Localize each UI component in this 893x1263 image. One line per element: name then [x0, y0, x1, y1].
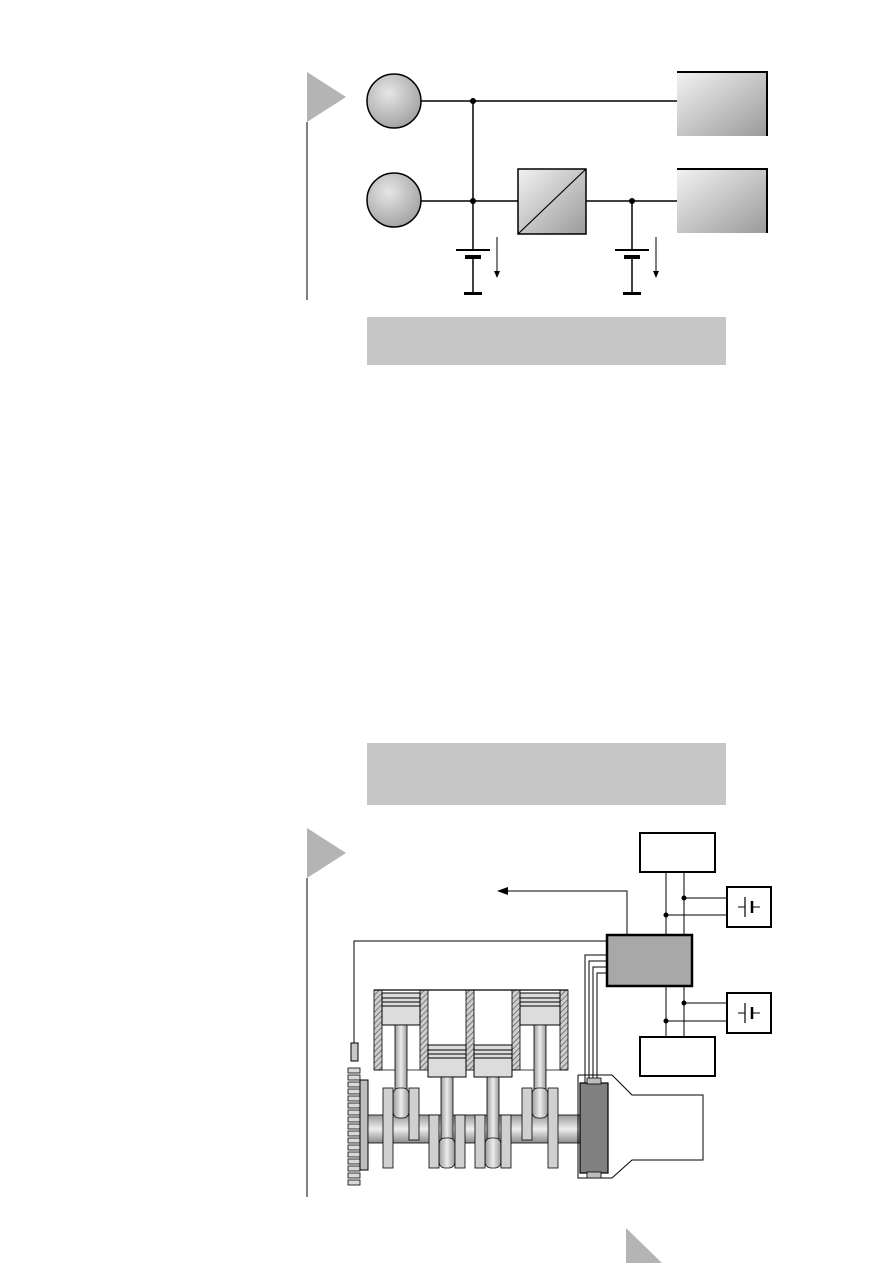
next-page-triangle	[626, 1228, 662, 1263]
piston-1	[381, 992, 421, 1119]
battery-box-1	[726, 886, 772, 928]
battery-symbol-1	[456, 249, 490, 295]
battery-box-2	[726, 992, 772, 1034]
generator-circle-2	[366, 172, 422, 228]
junction-dot	[629, 198, 635, 204]
junction-dot	[681, 895, 687, 901]
battery-symbol-2	[615, 249, 649, 295]
junction-dot	[470, 198, 476, 204]
junction-dot	[681, 1000, 687, 1006]
current-arrow-2	[653, 237, 659, 278]
controller-box	[605, 933, 694, 988]
load-box-2	[677, 168, 768, 233]
junction-dot	[470, 98, 476, 104]
starter-generator	[579, 1077, 609, 1179]
crank-webs	[382, 1087, 559, 1169]
junction-dot	[663, 1018, 669, 1024]
lower-unit-box	[639, 1036, 716, 1077]
top-figure	[306, 71, 768, 300]
wiring	[421, 100, 678, 250]
current-arrow-1	[494, 237, 500, 278]
junction-dot	[663, 912, 669, 918]
figure-caption-top	[367, 317, 726, 365]
signal-out-arrow	[497, 887, 628, 935]
piston-3	[473, 1044, 513, 1169]
upper-unit-box	[639, 832, 716, 873]
generator-circle-1	[366, 73, 422, 129]
cylinder-block	[373, 989, 569, 1071]
dc-dc-converter-box	[517, 168, 587, 235]
speed-sensor	[350, 1042, 359, 1062]
ring-gear	[347, 1067, 361, 1186]
bottom-figure	[306, 828, 772, 1263]
sensor-wire	[353, 940, 607, 1043]
section-marker-triangle	[307, 72, 346, 122]
load-box-1	[677, 71, 768, 136]
figure-caption-bottom	[367, 743, 726, 805]
piston-2	[427, 1044, 467, 1169]
bus-lines	[665, 872, 727, 1037]
flywheel	[359, 1079, 369, 1171]
machine-wires	[584, 954, 607, 1083]
section-marker-triangle	[307, 828, 346, 878]
piston-4	[519, 992, 561, 1119]
